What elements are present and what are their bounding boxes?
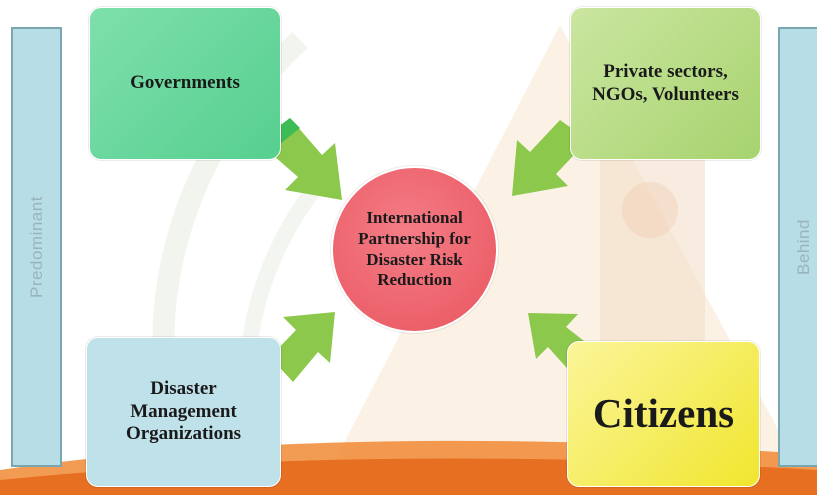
private-sectors-label: Private sectors, NGOs, Volunteers: [592, 60, 739, 105]
international-partnership-label: International Partnership for Disaster R…: [358, 208, 471, 290]
node-citizens: Citizens: [567, 341, 760, 487]
sidebar-predominant: Predominant: [11, 27, 62, 467]
behind-label: Behind: [793, 219, 813, 275]
disaster-management-label: Disaster Management Organizations: [125, 377, 242, 445]
node-international-partnership: International Partnership for Disaster R…: [331, 166, 498, 333]
sidebar-behind: Behind: [778, 27, 817, 467]
citizens-label: Citizens: [592, 390, 735, 437]
node-governments: Governments: [89, 7, 281, 160]
node-private-sectors: Private sectors, NGOs, Volunteers: [570, 7, 761, 160]
predominant-label: Predominant: [26, 196, 46, 298]
node-disaster-management: Disaster Management Organizations: [86, 337, 281, 487]
governments-label: Governments: [130, 72, 240, 94]
